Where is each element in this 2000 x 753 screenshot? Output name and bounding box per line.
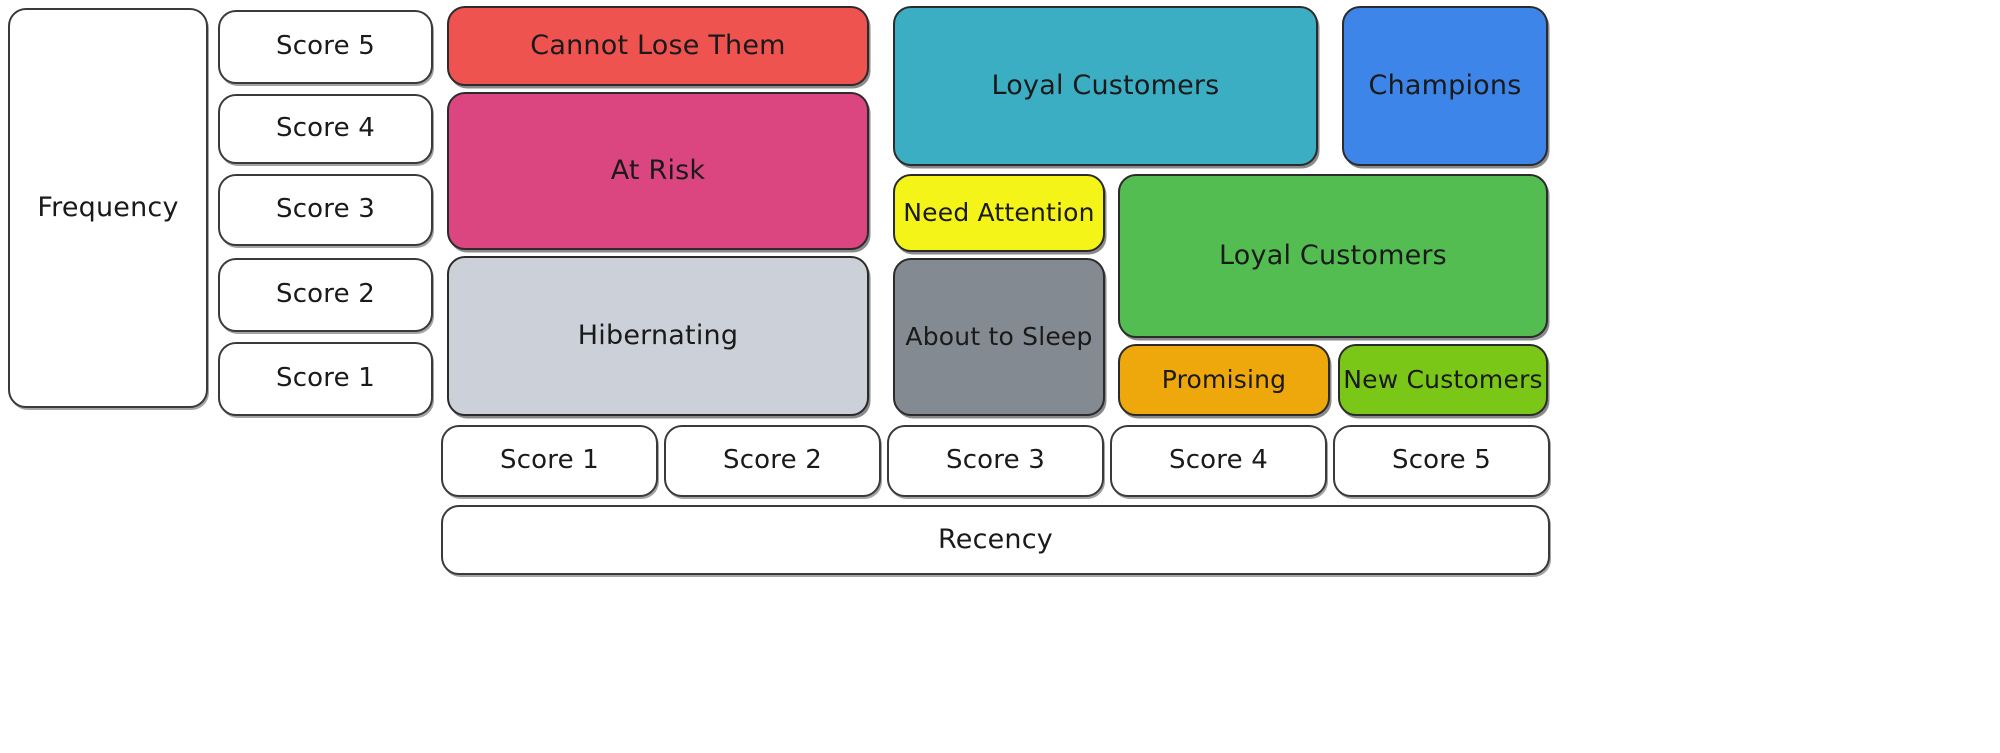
segment-new-customers[interactable]: New Customers (1338, 344, 1548, 416)
frequency-score-3[interactable]: Score 3 (218, 174, 433, 246)
frequency-score-1-label: Score 1 (275, 363, 376, 394)
segment-at-risk-label: At Risk (610, 155, 706, 187)
segment-at-risk[interactable]: At Risk (447, 92, 869, 250)
segment-hibernating-label: Hibernating (577, 320, 739, 352)
segment-need-attention-label: Need Attention (903, 197, 1095, 227)
recency-score-5[interactable]: Score 5 (1333, 425, 1550, 497)
segment-need-attention[interactable]: Need Attention (893, 174, 1105, 252)
recency-score-2[interactable]: Score 2 (664, 425, 881, 497)
segment-loyal-customers-teal-label: Loyal Customers (991, 70, 1220, 102)
recency-score-1-label: Score 1 (499, 445, 600, 476)
frequency-score-4[interactable]: Score 4 (218, 94, 433, 164)
segment-loyal-customers-green-label: Loyal Customers (1219, 240, 1447, 272)
frequency-score-5[interactable]: Score 5 (218, 10, 433, 84)
segment-loyal-customers-green[interactable]: Loyal Customers (1118, 174, 1548, 338)
frequency-score-3-label: Score 3 (275, 194, 376, 225)
frequency-score-1[interactable]: Score 1 (218, 342, 433, 416)
segment-champions[interactable]: Champions (1342, 6, 1548, 166)
segment-loyal-customers-teal[interactable]: Loyal Customers (893, 6, 1318, 166)
frequency-score-4-label: Score 4 (275, 113, 376, 144)
frequency-score-2[interactable]: Score 2 (218, 258, 433, 332)
segment-cannot-lose-them[interactable]: Cannot Lose Them (447, 6, 869, 86)
segment-champions-label: Champions (1368, 70, 1522, 102)
frequency-score-5-label: Score 5 (275, 31, 376, 62)
segment-about-to-sleep-label: About to Sleep (905, 321, 1093, 351)
recency-score-4-label: Score 4 (1168, 445, 1269, 476)
segment-promising-label: Promising (1161, 364, 1287, 394)
frequency-axis-label-text: Frequency (37, 192, 179, 224)
recency-score-5-label: Score 5 (1391, 445, 1492, 476)
segment-promising[interactable]: Promising (1118, 344, 1330, 416)
segment-cannot-lose-them-label: Cannot Lose Them (530, 30, 786, 62)
frequency-score-2-label: Score 2 (275, 279, 376, 310)
recency-score-3-label: Score 3 (945, 445, 1046, 476)
recency-axis-label-text: Recency (938, 524, 1053, 556)
segment-new-customers-label: New Customers (1343, 364, 1543, 394)
segment-hibernating[interactable]: Hibernating (447, 256, 869, 416)
recency-score-1[interactable]: Score 1 (441, 425, 658, 497)
frequency-axis-label: Frequency (8, 8, 208, 408)
recency-score-2-label: Score 2 (722, 445, 823, 476)
recency-score-3[interactable]: Score 3 (887, 425, 1104, 497)
recency-score-4[interactable]: Score 4 (1110, 425, 1327, 497)
recency-axis-label: Recency (441, 505, 1550, 575)
segment-about-to-sleep[interactable]: About to Sleep (893, 258, 1105, 416)
